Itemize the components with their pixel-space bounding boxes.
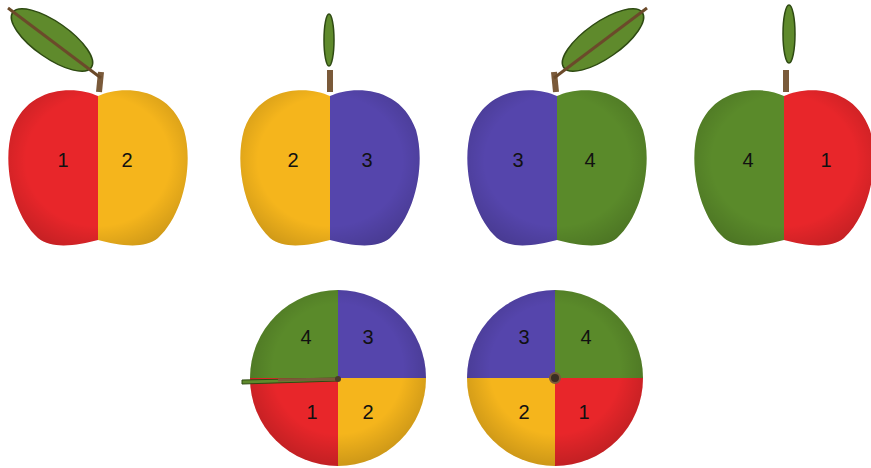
apple xyxy=(684,5,871,260)
leaf xyxy=(2,0,101,82)
stem-base xyxy=(335,376,341,382)
section-number: 3 xyxy=(518,327,529,347)
section-number: 3 xyxy=(361,150,372,170)
leaf xyxy=(242,378,338,384)
apple-top-view xyxy=(242,288,428,468)
section-number: 1 xyxy=(578,402,589,422)
section-number: 1 xyxy=(306,402,317,422)
section-number: 3 xyxy=(512,150,523,170)
section-number: 1 xyxy=(820,150,831,170)
leaf-rib xyxy=(8,8,101,78)
stem xyxy=(278,379,338,380)
section-number: 2 xyxy=(121,150,132,170)
section-number: 2 xyxy=(518,402,529,422)
stem xyxy=(783,70,789,92)
section-number: 2 xyxy=(287,150,298,170)
apple xyxy=(0,0,198,260)
stem-end xyxy=(550,373,560,383)
section-number: 3 xyxy=(362,327,373,347)
apple xyxy=(457,0,657,260)
leaf xyxy=(783,5,795,63)
section-number: 4 xyxy=(584,150,595,170)
leaf xyxy=(324,14,334,66)
section-number: 4 xyxy=(580,327,591,347)
section-number: 4 xyxy=(300,327,311,347)
section-number: 4 xyxy=(742,150,753,170)
section-number: 1 xyxy=(57,150,68,170)
stem xyxy=(327,70,333,92)
apple-top-view xyxy=(465,288,645,468)
apple xyxy=(230,14,430,260)
leaf xyxy=(553,0,652,82)
section-number: 2 xyxy=(362,402,373,422)
leaf-rib xyxy=(554,8,647,78)
